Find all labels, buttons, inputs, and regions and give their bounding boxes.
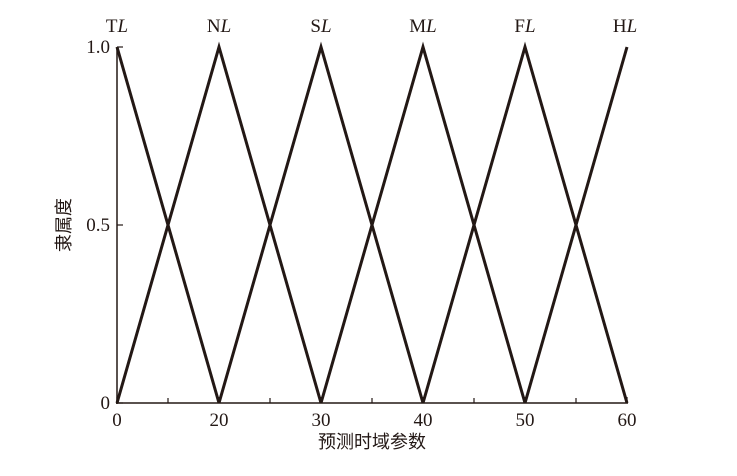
y-axis-label: 隶属度 <box>54 198 75 252</box>
x-tick-label: 40 <box>414 410 433 431</box>
series-label-ML: ML <box>409 16 436 37</box>
series-label-HL: HL <box>613 16 637 37</box>
series-label-TL: TL <box>106 16 128 37</box>
series-label-suffix: L <box>425 16 437 37</box>
series-line-FL <box>421 41 629 404</box>
series-label-FL: FL <box>514 16 535 37</box>
series-line-SL <box>217 41 425 404</box>
series-label-prefix: H <box>613 16 627 37</box>
series-label-suffix: L <box>117 16 129 37</box>
series-line-HL <box>523 46 629 404</box>
y-tick-label: 1.0 <box>86 37 110 58</box>
series-label-suffix: L <box>320 16 332 37</box>
y-tick-label: 0 <box>101 393 111 414</box>
x-axis-label: 预测时域参数 <box>318 432 426 453</box>
series-label-SL: SL <box>310 16 331 37</box>
x-tick-label: 0 <box>112 410 122 431</box>
x-tick-label: 60 <box>618 410 637 431</box>
x-tick-label: 50 <box>516 410 535 431</box>
series-label-suffix: L <box>626 16 638 37</box>
series-label-prefix: S <box>310 16 321 37</box>
series-label-prefix: N <box>207 16 221 37</box>
series-label-suffix: L <box>524 16 536 37</box>
x-tick-label: 20 <box>210 410 229 431</box>
series-line-ML <box>319 41 527 404</box>
series-label-prefix: M <box>409 16 426 37</box>
series-label-prefix: F <box>514 16 525 37</box>
series-label-suffix: L <box>220 16 232 37</box>
series-label-prefix: T <box>106 16 118 37</box>
x-tick-label: 30 <box>312 410 331 431</box>
series-line-NL <box>115 41 323 404</box>
y-tick-label: 0.5 <box>86 215 110 236</box>
series-label-NL: NL <box>207 16 231 37</box>
